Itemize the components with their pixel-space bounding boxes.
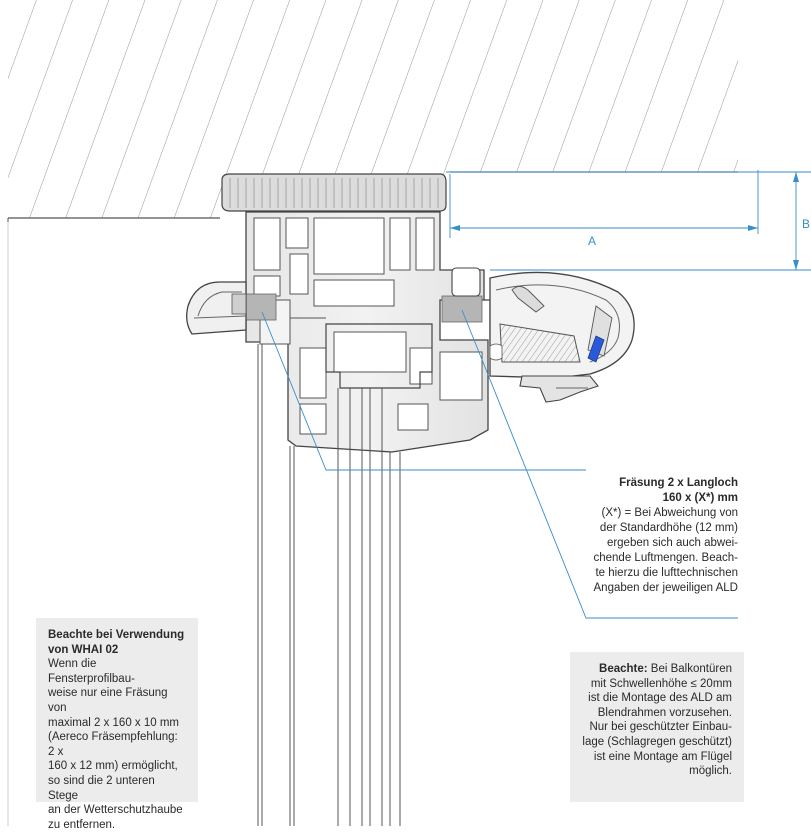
glazing xyxy=(257,344,401,826)
note-whai-02-line: 160 x 12 mm) ermöglicht, xyxy=(48,760,178,773)
note-whai-02-title-1: Beachte bei Verwendung xyxy=(48,629,185,641)
note-balcony-doors-first-rest: Bei Balkontüren xyxy=(647,663,732,675)
milling-callout-line: (X*) = Bei Abweichung von xyxy=(601,507,738,519)
note-balcony-doors: Beachte: Bei Balkontüren mit Schwellenhö… xyxy=(570,652,744,802)
milled-slots xyxy=(245,267,483,323)
note-whai-02-line: weise nur eine Fräsung von xyxy=(48,687,168,714)
milling-callout-title-2: 160 x (X*) mm xyxy=(662,492,738,504)
note-balcony-doors-line: Nur bei geschützter Einbau- xyxy=(589,721,732,734)
interior-air-inlet xyxy=(186,281,247,335)
milling-callout-line: der Standardhöhe (12 mm) xyxy=(599,522,738,534)
frame-cap xyxy=(221,173,447,212)
note-balcony-doors-line: ist die Montage des ALD am xyxy=(588,692,732,705)
dimension-b xyxy=(446,171,811,271)
dimension-label-b: B xyxy=(802,217,811,231)
note-balcony-doors-line: möglich. xyxy=(689,765,732,778)
milling-callout-title-1: Fräsung 2 x Langloch xyxy=(619,477,738,489)
note-whai-02-line: maximal 2 x 160 x 10 mm xyxy=(48,716,180,729)
window-frame-profile xyxy=(245,211,491,453)
milling-callout-line: ergeben sich auch abwei- xyxy=(606,537,738,549)
note-balcony-doors-line: lage (Schlagregen geschützt) xyxy=(582,735,732,748)
dimension-label-a: A xyxy=(588,234,597,248)
note-whai-02-line: an der Wetterschutzhaube xyxy=(48,804,183,817)
callout-leaders xyxy=(261,309,738,619)
note-whai-02-line: Wenn die Fensterprofilbau- xyxy=(48,658,135,685)
milling-callout: Fräsung 2 x Langloch 160 x (X*) mm (X*) … xyxy=(578,476,739,596)
note-balcony-doors-first-line: Beachte: Bei Balkontüren xyxy=(582,662,732,677)
note-whai-02-line: (Aereco Fräsempfehlung: 2 x xyxy=(48,731,178,758)
weather-protection-hood xyxy=(489,271,635,403)
note-balcony-doors-label: Beachte: xyxy=(599,663,648,675)
note-whai-02-line: zu entfernen. xyxy=(48,818,116,831)
milling-callout-line: te hierzu die lufttechnischen xyxy=(595,567,738,579)
note-balcony-doors-line: ist eine Montage am Flügel xyxy=(593,750,732,763)
note-whai-02-line: so sind die 2 unteren Stege xyxy=(48,774,155,802)
milling-callout-line: chende Luftmengen. Beach- xyxy=(593,552,739,564)
note-balcony-doors-line: Blendrahmen vorzusehen. xyxy=(597,706,732,719)
milling-callout-line: Angaben der jeweiligen ALD xyxy=(593,582,739,594)
dimension-a xyxy=(449,170,759,238)
note-whai-02: Beachte bei Verwendung von WHAI 02 Wenn … xyxy=(36,618,198,831)
note-balcony-doors-line: mit Schwellenhöhe ≤ 20mm xyxy=(590,677,732,690)
note-whai-02-title-2: von WHAI 02 xyxy=(48,643,119,656)
